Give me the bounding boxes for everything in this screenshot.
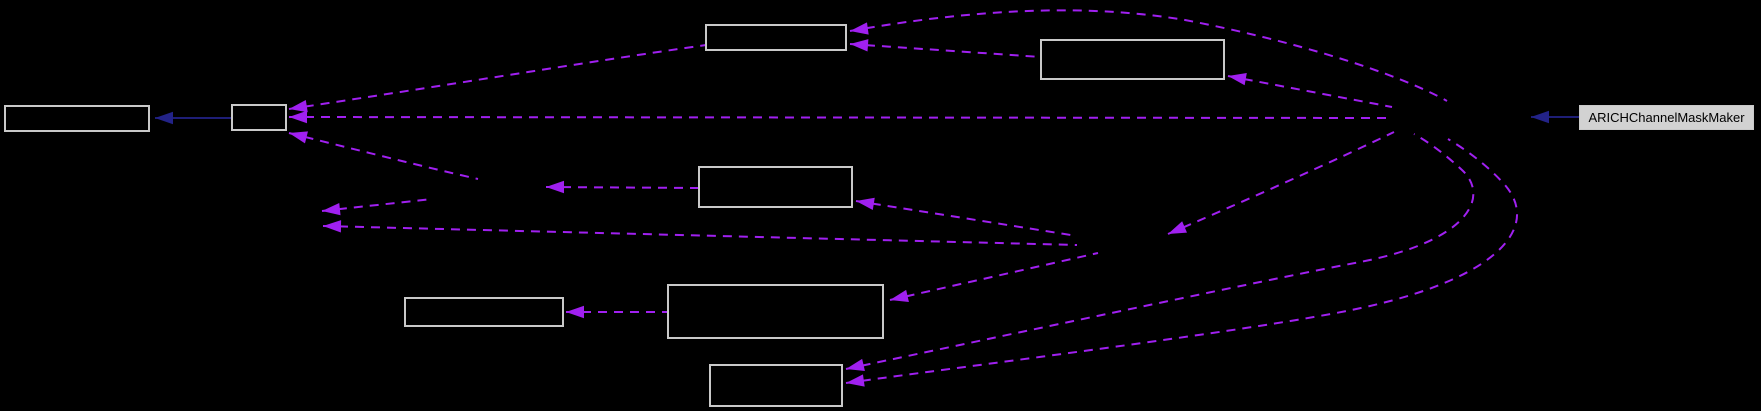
class-node[interactable] — [698, 166, 853, 208]
usage-edge — [849, 9, 1448, 102]
usage-edge — [321, 198, 433, 212]
usage-edge — [1167, 131, 1395, 235]
arrowhead-icon — [546, 180, 564, 194]
arrowhead-icon — [890, 289, 909, 302]
usage-edge — [1227, 75, 1393, 108]
class-node[interactable] — [1040, 39, 1225, 80]
arrowhead-icon — [850, 39, 869, 52]
usage-edge — [855, 200, 1078, 237]
arrowhead-icon — [322, 202, 341, 216]
usage-edge — [288, 44, 707, 110]
usage-edge — [322, 225, 1078, 246]
arrowhead-icon — [289, 100, 308, 113]
usage-edge — [545, 186, 700, 189]
class-node[interactable] — [705, 24, 847, 51]
class-node[interactable] — [231, 104, 287, 131]
arrowhead-icon — [846, 358, 865, 371]
arrowhead-icon — [1531, 110, 1549, 124]
arrowhead-icon — [1228, 73, 1247, 86]
usage-edge — [288, 132, 479, 180]
arrowhead-icon — [155, 111, 173, 125]
class-node[interactable] — [4, 105, 150, 132]
usage-edge — [849, 43, 1042, 58]
arrowhead-icon — [850, 22, 869, 35]
arrowhead-icon — [323, 220, 342, 233]
usage-edge — [288, 116, 1389, 119]
node-arichchannelmaskmaker: ARICHChannelMaskMaker — [1579, 105, 1754, 130]
usage-edge — [845, 133, 1475, 370]
class-node[interactable] — [404, 297, 564, 327]
arrowhead-icon — [846, 374, 865, 387]
class-node[interactable] — [667, 284, 884, 339]
arrowhead-icon — [856, 197, 875, 210]
arrowhead-icon — [566, 305, 584, 319]
arrowhead-icon — [289, 110, 307, 124]
usage-edge — [889, 252, 1099, 301]
class-node[interactable] — [709, 364, 843, 407]
arrowhead-icon — [1168, 221, 1187, 234]
arrowhead-icon — [289, 131, 308, 144]
usage-edge — [845, 138, 1518, 384]
